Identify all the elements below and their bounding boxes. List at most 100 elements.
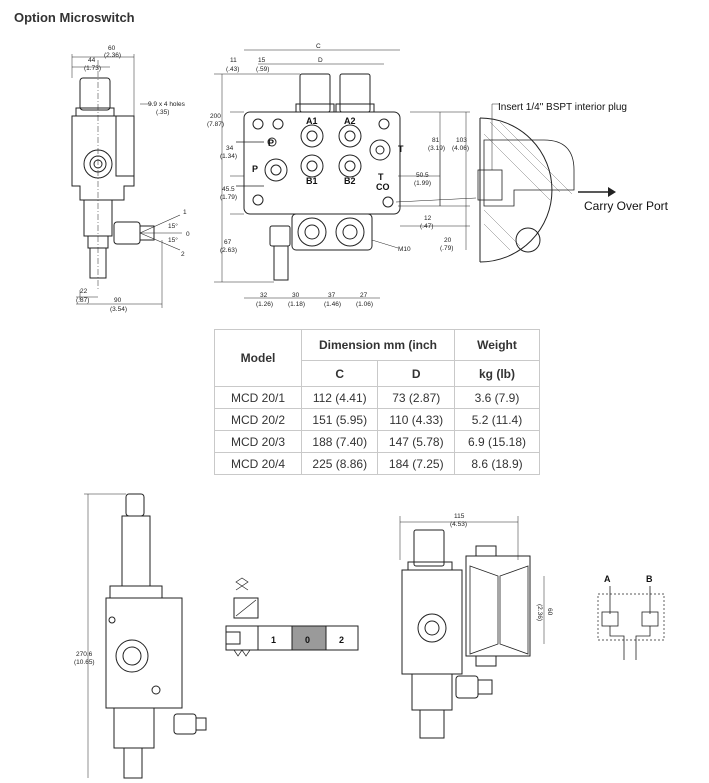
assembly-view-drawing [399,516,545,739]
table-header-kg: kg (lb) [454,360,540,387]
dim-115-in: (4.53) [450,521,467,528]
angle-0: 0 [186,231,190,238]
dim-20: 20 [444,237,452,244]
table-header-dimension: Dimension mm (inch [301,329,455,361]
dim-44: 44 [88,57,96,64]
dim-27: 27 [360,292,368,299]
dim-200-in: (7.87) [207,121,224,128]
port-t-label: T [398,144,404,154]
side-view-drawing [71,54,182,308]
angle-1: 1 [183,209,187,216]
table-cell-model: MCD 20/3 [214,430,302,453]
switch-symbol [225,577,359,657]
dim-455: 45.5 [222,186,235,193]
angle-2: 2 [181,251,185,258]
table-cell-d: 110 (4.33) [377,408,455,431]
dim-27-in: (1.06) [356,301,373,308]
table-cell-weight: 6.9 (15.18) [454,430,540,453]
port-a2-label: A2 [344,116,356,126]
table-cell-model: MCD 20/1 [214,386,302,409]
dimension-table: Model Dimension mm (inch Weight C D kg (… [214,329,540,475]
dim-30: 30 [292,292,300,299]
dim-22-in: (.87) [76,297,89,304]
dim-37-in: (1.46) [324,301,341,308]
holes-label-in: (.35) [156,109,169,116]
dim-34-in: (1.34) [220,153,237,160]
schematic-label-a: A [604,574,611,584]
table-row: MCD 20/3 188 (7.40) 147 (5.78) 6.9 (15.1… [214,430,540,453]
table-cell-model: MCD 20/2 [214,408,302,431]
table-cell-d: 147 (5.78) [377,430,455,453]
table-row: MCD 20/4 225 (8.86) 184 (7.25) 8.6 (18.9… [214,452,540,475]
switch-position-0: 0 [305,635,310,645]
dim-2706: 270.6 [76,651,93,658]
table-cell-c: 225 (8.86) [300,452,379,475]
hydraulic-schematic [597,586,665,660]
dim-60: 60 [108,45,116,52]
table-header-d: D [377,360,455,387]
dim-37: 37 [328,292,336,299]
table-cell-c: 151 (5.95) [300,408,379,431]
dim-11: 11 [230,57,237,64]
table-header-model: Model [214,329,302,387]
dim-c: C [316,43,321,50]
dim-81: 81 [432,137,440,144]
dim-30-in: (1.18) [288,301,305,308]
dim-11-in: (.43) [226,66,239,73]
table-cell-c: 188 (7.40) [300,430,379,453]
dim-20-in: (.79) [440,245,453,252]
port-a1-label: A1 [306,116,318,126]
dim-505-in: (1.99) [414,180,431,187]
angle-15b: 15° [168,236,178,244]
dim-90-in: (3.54) [110,306,127,313]
table-cell-weight: 8.6 (18.9) [454,452,540,475]
table-cell-c: 112 (4.41) [300,386,379,409]
dim-32: 32 [260,292,268,299]
dim-32-in: (1.26) [256,301,273,308]
dim-12: 12 [424,215,432,222]
carry-over-detail [477,103,616,263]
carry-over-port-label: Carry Over Port [584,199,669,213]
dim-60b-in: (2.36) [536,604,543,621]
dim-2706-in: (10.65) [74,659,95,666]
table-cell-d: 73 (2.87) [377,386,455,409]
dim-67-in: (2.63) [220,247,237,254]
dim-505: 50.5 [416,172,429,179]
dim-44-in: (1.73) [84,65,101,72]
table-header-weight: Weight [454,329,540,361]
dim-103: 103 [456,137,467,144]
dim-15: 15 [258,57,266,64]
insert-plug-note: Insert 1/4" BSPT interior plug [498,102,627,113]
switch-position-2: 2 [339,635,344,645]
table-header-c: C [300,360,379,387]
table-row: MCD 20/1 112 (4.41) 73 (2.87) 3.6 (7.9) [214,386,540,409]
front-view-drawing [214,49,477,299]
table-row: MCD 20/2 151 (5.95) 110 (4.33) 5.2 (11.4… [214,408,540,431]
dim-90: 90 [114,297,122,304]
dim-115: 115 [454,513,465,520]
port-co-label: CO [376,182,390,192]
angle-15a: 15° [168,222,178,230]
dim-455-in: (1.79) [220,194,237,201]
dim-200: 200 [210,113,221,120]
port-b1-label: B1 [306,176,318,186]
port-t2-label: T [378,172,384,182]
port-p-label: P [268,138,274,148]
table-cell-weight: 3.6 (7.9) [454,386,540,409]
dim-34: 34 [226,145,234,152]
dim-d: D [318,57,323,64]
dim-12-in: (.47) [420,223,433,230]
holes-label: 9.9 x 4 holes [148,101,186,108]
dim-22: 22 [80,288,88,295]
dim-60-in: (2.36) [104,52,121,59]
switch-position-1: 1 [271,635,276,645]
side-view-tall-drawing [84,493,207,779]
table-cell-weight: 5.2 (11.4) [454,408,540,431]
dim-60b: 60 [546,608,553,616]
dim-15-in: (.59) [256,66,269,73]
table-cell-d: 184 (7.25) [377,452,455,475]
schematic-label-b: B [646,574,653,584]
port-p-side-label: P [252,164,258,174]
port-b2-label: B2 [344,176,356,186]
